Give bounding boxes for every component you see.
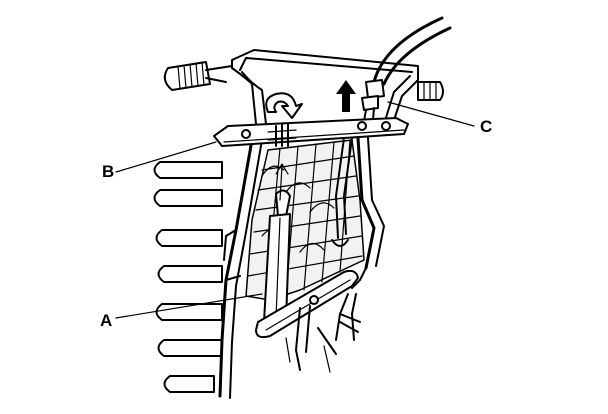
callout-b: B [102,162,115,181]
callout-a: A [100,311,113,330]
up-arrow-icon [336,80,358,114]
link-bar-a [255,189,359,339]
panel-bars [153,161,223,393]
lower-linkage [285,137,367,373]
small-up-arrow-icon [275,163,289,201]
upper-wire-frame [231,49,419,127]
right-spring [417,81,444,101]
seat-back-frame [218,136,385,399]
hook-wire [267,123,297,147]
left-spring [163,61,233,91]
curved-arrow-icon [265,92,303,119]
leader-lines [115,101,475,319]
cable [361,16,452,133]
callout-c: C [480,117,493,136]
bracket-b [213,117,409,147]
